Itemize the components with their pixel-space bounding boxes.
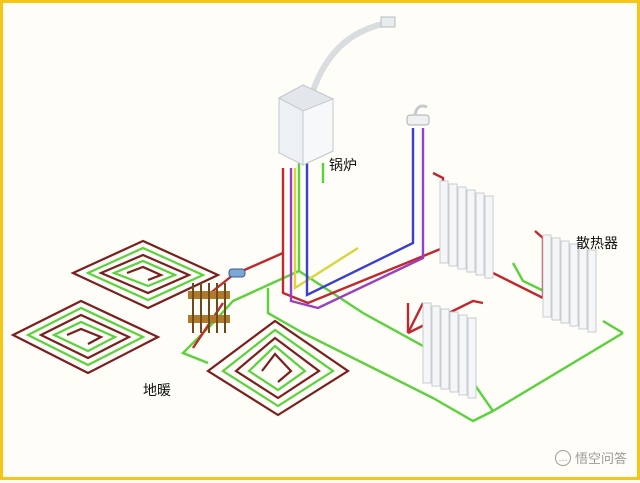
radiator-right — [542, 234, 597, 333]
floor-heating-label: 地暖 — [143, 383, 171, 399]
diagram-canvas — [10, 16, 624, 423]
hot-water-pipe — [289, 128, 425, 310]
floor-coil-left-top — [70, 239, 221, 310]
radiator-top — [439, 180, 494, 279]
boiler-unit — [277, 16, 396, 166]
floor-coil-right-bottom — [206, 319, 351, 417]
gas-pipe — [293, 168, 359, 291]
radiator-label: 散热器 — [576, 236, 618, 252]
watermark-text: 悟空问答 — [574, 452, 627, 467]
floor-heating-manifold — [188, 283, 230, 333]
watermark: … 悟空问答 — [554, 448, 627, 467]
radiator-bottom — [422, 302, 477, 399]
shower-faucet-icon — [406, 104, 430, 126]
cold-water-pipe — [305, 128, 415, 297]
floor-coil-left-bottom — [10, 299, 161, 375]
chat-bubble-icon: … — [554, 449, 571, 466]
valve-icon — [228, 268, 246, 278]
boiler-label: 锅炉 — [329, 158, 357, 174]
